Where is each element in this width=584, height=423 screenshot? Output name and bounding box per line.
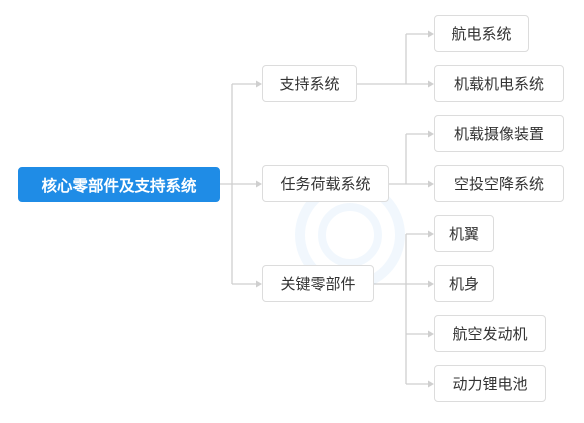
leaf-avionics[interactable]: 航电系统 xyxy=(434,15,529,52)
leaf-wing[interactable]: 机翼 xyxy=(434,215,494,252)
leaf-airborne-electromechanical[interactable]: 机载机电系统 xyxy=(434,65,564,102)
leaf-airborne-camera[interactable]: 机载摄像装置 xyxy=(434,115,564,152)
leaf-aero-engine[interactable]: 航空发动机 xyxy=(434,315,546,352)
node-mission-payload[interactable]: 任务荷载系统 xyxy=(262,165,389,202)
leaf-airdrop-system[interactable]: 空投空降系统 xyxy=(434,165,564,202)
root-node[interactable]: 核心零部件及支持系统 xyxy=(18,167,220,202)
leaf-fuselage[interactable]: 机身 xyxy=(434,265,494,302)
leaf-lithium-battery[interactable]: 动力锂电池 xyxy=(434,365,546,402)
node-support-system[interactable]: 支持系统 xyxy=(262,65,357,102)
root-connectors xyxy=(220,33,428,385)
connector-arrowheads xyxy=(256,30,434,388)
node-key-components[interactable]: 关键零部件 xyxy=(262,265,374,302)
